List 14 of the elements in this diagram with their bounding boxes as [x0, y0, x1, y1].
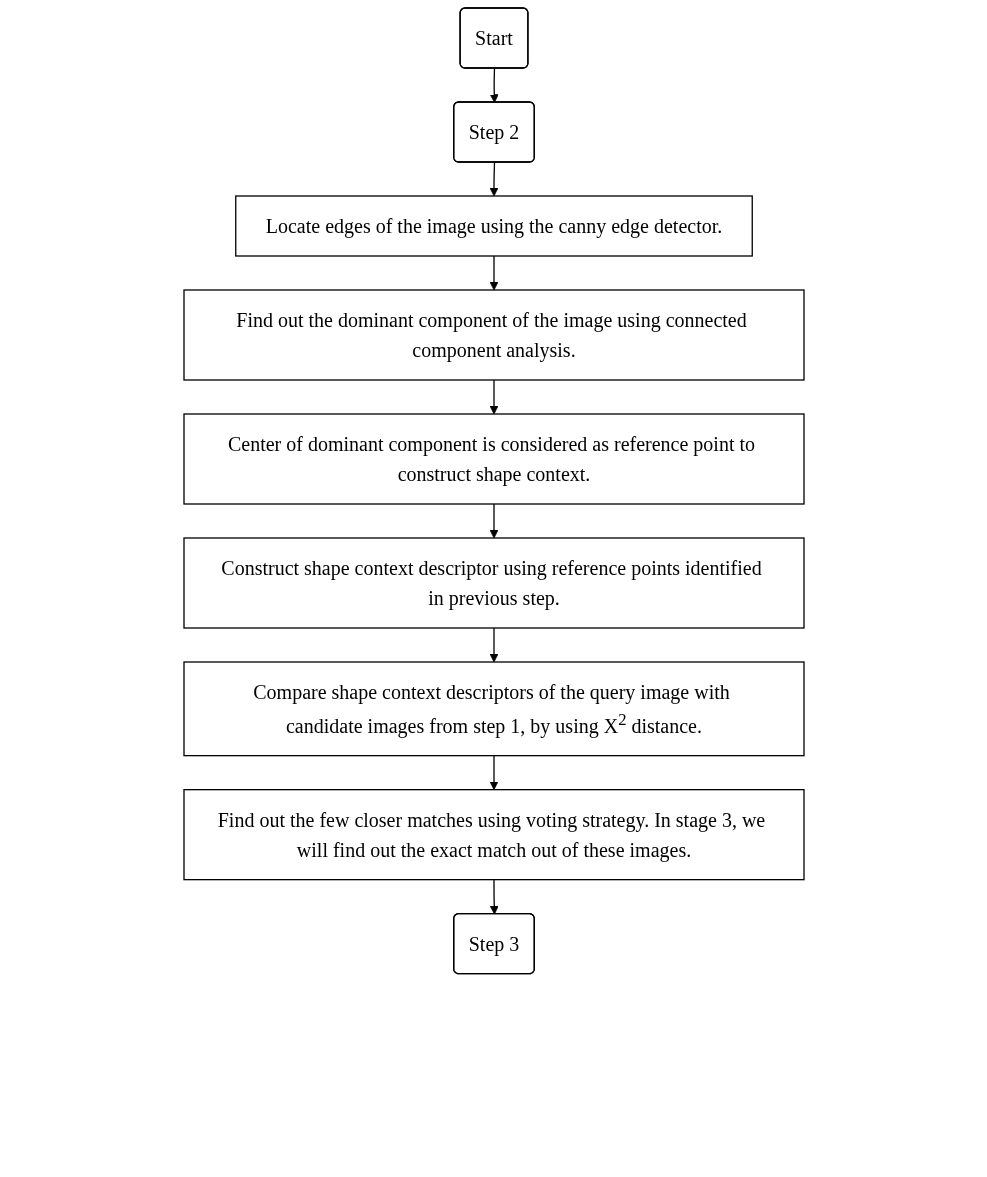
arrow: [489, 627, 498, 663]
node-box: Locate edges of the image using the canny edge detector.: [234, 195, 753, 257]
node-box: Construct shape context descriptor using reference points identified in previous step.: [182, 537, 805, 629]
node-box: Find out the dominant component of the image using connected component analysis.: [182, 289, 805, 381]
arrow: [489, 161, 498, 197]
arrow: [489, 379, 498, 415]
arrow: [489, 503, 498, 539]
node-box: Center of dominant component is considered as reference point to construct shape context.: [182, 413, 805, 505]
arrow: [489, 67, 499, 103]
arrow: [489, 755, 498, 791]
arrow: [489, 879, 499, 915]
node-box: Compare shape context descriptors of the query image with candidate images from step 1, by using X$^{2}$ distance.: [182, 661, 805, 757]
arrow: [489, 255, 498, 291]
node-box: Find out the few closer matches using voting strategy. In stage 3, we will find out the exact match out of these images.: [182, 789, 805, 881]
